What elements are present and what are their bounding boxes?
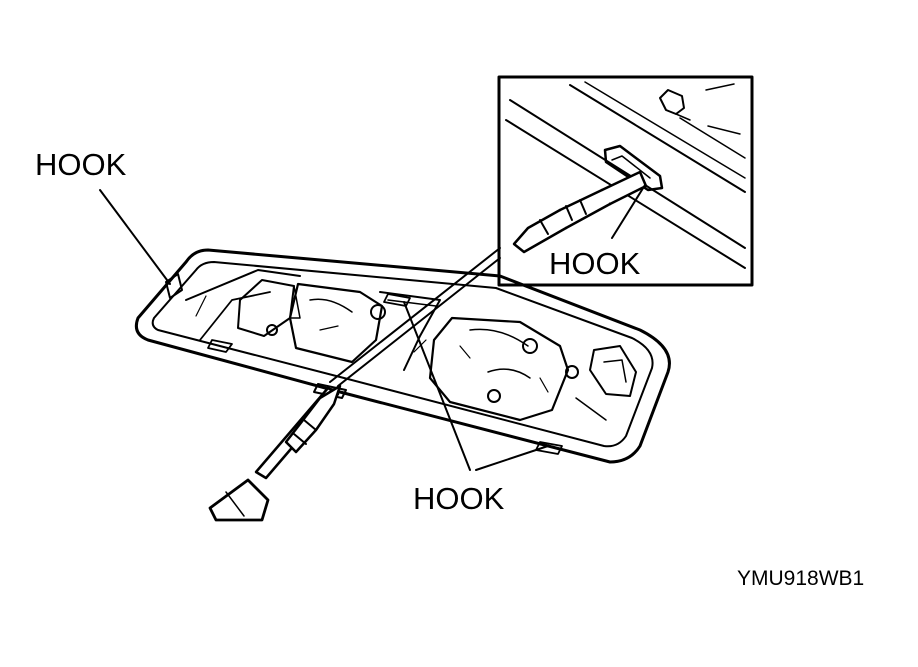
leader-hook-left bbox=[99, 189, 171, 285]
inset-detail bbox=[497, 75, 754, 287]
hook-label-inset: HOOK bbox=[549, 246, 641, 281]
leader-hook-bottom-a bbox=[403, 301, 471, 471]
figure-code: YMU918WB1 bbox=[737, 567, 864, 590]
leader-hook-bottom-b bbox=[475, 445, 549, 471]
leader-inset-connector-b bbox=[329, 247, 501, 383]
leader-lines bbox=[99, 189, 549, 471]
leader-inset-connector-a bbox=[337, 257, 501, 387]
hook-label-left: HOOK bbox=[35, 147, 127, 182]
screwdriver bbox=[208, 384, 342, 522]
hook-label-bottom: HOOK bbox=[413, 481, 505, 516]
